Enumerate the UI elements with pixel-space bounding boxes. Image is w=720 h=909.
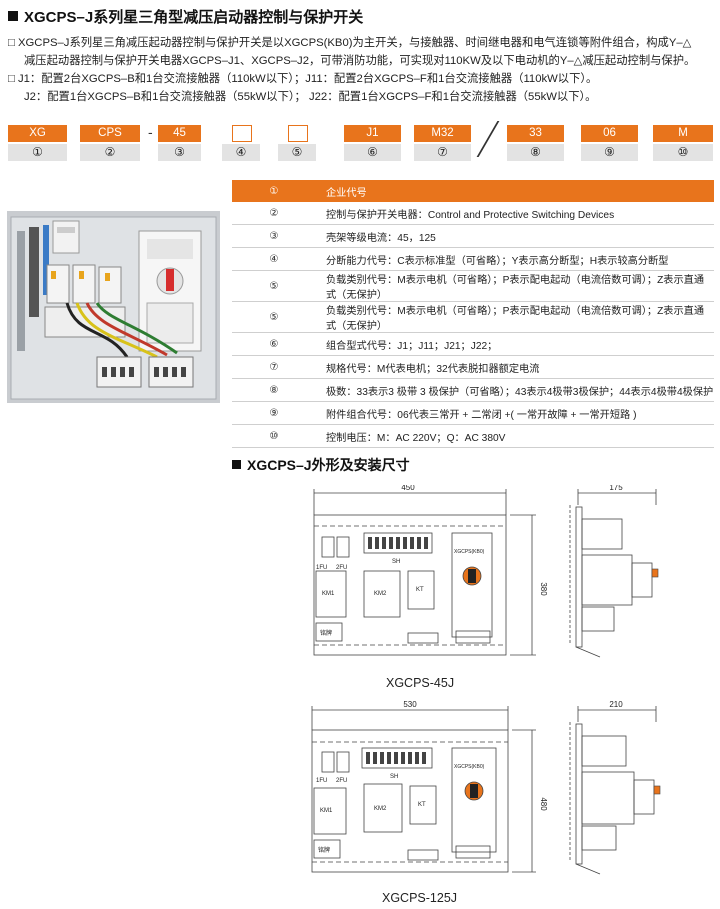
row-number: ⑨ [232,401,316,425]
code-segment-xg: XG [8,125,67,142]
section-title-text: XGCPS–J外形及安装尺寸 [247,457,410,473]
code-dash: - [148,124,153,140]
code-slash [476,121,500,157]
code-number-6: ⑥ [344,144,401,161]
drawing-45j-front: 450 380 1FU 2FU SH XGCPS(KB0) KM1 KM2 KT… [313,485,548,656]
code-segment-45: 45 [158,125,201,142]
label-125j-kb0: XGCPS(KB0) [454,764,485,770]
page-title: XGCPS–J系列星三角型减压启动器控制与保护开关 [8,6,363,27]
label-45j-kb0: XGCPS(KB0) [454,549,485,555]
row-number: ④ [232,247,316,271]
dim-45j-height: 380 [539,582,548,596]
code-segment-m32: M32 [414,125,471,142]
row-description: 附件组合代号：06代表三常开 + 二常闭 +( 一常开故障 + 一常开短路 ) [316,401,714,425]
label-45j-km1: KM1 [322,591,335,597]
square-bullet-icon [8,11,18,21]
row-description: 规格代号：M代表电机；32代表脱扣器额定电流 [316,355,714,379]
dim-125j-height: 480 [539,797,548,811]
code-segment-06: 06 [581,125,638,142]
row-description: 企业代号 [316,180,714,202]
code-number-1: ① [8,144,67,161]
code-number-7: ⑦ [414,144,471,161]
row-number: ⑥ [232,332,316,356]
label-45j-kt: KT [416,587,424,593]
dim-125j-depth: 210 [609,700,623,709]
desc-line-4: J2：配置1台XGCPS–B和1台交流接触器（55kW以下）； J22：配置1台… [24,91,597,103]
code-number-10: ⑩ [653,144,713,161]
code-segment-cps: CPS [80,125,140,142]
row-description: 极数：33表示3 极带 3 极保护（可省略）；43表示4极带3极保护；44表示4… [316,378,714,402]
row-number: ① [232,180,316,202]
caption-125j: XGCPS-125J [382,891,458,905]
row-number: ⑦ [232,355,316,379]
code-segment-blank-2 [288,125,308,142]
row-number: ② [232,202,316,225]
square-bullet-icon [232,460,241,469]
label-45j-sh: SH [392,559,400,565]
label-125j-kt: KT [418,802,426,808]
product-photo [7,211,220,403]
label-125j-km2: KM2 [374,806,387,812]
row-description: 壳架等级电流：45，125 [316,224,714,248]
code-segment-m: M [653,125,713,142]
row-number: ③ [232,224,316,248]
row-description: 分断能力代号：C表示标准型（可省略）；Y表示高分断型；H表示较高分断型 [316,247,714,271]
description: □ XGCPS–J系列星三角减压起动器控制与保护开关是以XGCPS(KB0)为主… [8,34,713,106]
code-number-4: ④ [222,144,260,161]
label-45j-plate: 铭牌 [320,629,332,637]
row-description: 负载类别代号：M表示电机（可省略）；P表示配电起动（电流倍数可调）；Z表示直通式… [316,301,714,333]
code-number-3: ③ [158,144,201,161]
label-125j-km1: KM1 [320,808,333,814]
label-45j-1fu: 1FU [316,565,327,571]
desc-line-3: □ J1：配置2台XGCPS–B和1台交流接触器（110kW以下）；J11：配置… [8,73,598,85]
row-description: 组合型式代号：J1；J11；J21；J22； [316,332,714,356]
desc-line-2: 减压起动器控制与保护开关电器XGCPS–J1、XGCPS–J2，可带消防功能，可… [24,55,696,67]
desc-line-1: □ XGCPS–J系列星三角减压起动器控制与保护开关是以XGCPS(KB0)为主… [8,37,692,49]
drawing-45j-side: 175 [569,485,659,658]
row-description: 控制与保护开关电器：Control and Protective Switchi… [316,202,714,225]
row-number: ⑧ [232,378,316,402]
code-segment-33: 33 [507,125,564,142]
label-125j-1fu: 1FU [316,778,327,784]
code-segment-j1: J1 [344,125,401,142]
dim-45j-width: 450 [401,485,415,492]
dim-45j-depth: 175 [609,485,623,492]
title-text: XGCPS–J系列星三角型减压启动器控制与保护开关 [24,9,364,26]
section-title: XGCPS–J外形及安装尺寸 [232,455,410,475]
label-125j-plate: 铭牌 [318,846,330,854]
code-number-9: ⑨ [581,144,638,161]
row-number: ⑩ [232,424,316,448]
drawing-125j-side: 210 [569,700,661,875]
drawing-125j-front: 530 480 1FU 2FU SH XGCPS(KB0) KM1 KM2 KT… [311,700,548,873]
code-number-8: ⑧ [507,144,564,161]
label-125j-sh: SH [390,774,398,780]
dim-125j-width: 530 [403,700,417,709]
row-number: ⑤ [232,270,316,302]
caption-45j: XGCPS-45J [386,676,455,690]
row-description: 控制电压：M：AC 220V；Q：AC 380V [316,424,714,448]
row-description: 负载类别代号：M表示电机（可省略）；P表示配电起动（电流倍数可调）；Z表示直通式… [316,270,714,302]
row-number: ⑤ [232,301,316,333]
code-segment-blank-1 [232,125,252,142]
code-number-5: ⑤ [278,144,316,161]
code-number-2: ② [80,144,140,161]
label-125j-2fu: 2FU [336,778,347,784]
label-45j-km2: KM2 [374,591,387,597]
label-45j-2fu: 2FU [336,565,347,571]
